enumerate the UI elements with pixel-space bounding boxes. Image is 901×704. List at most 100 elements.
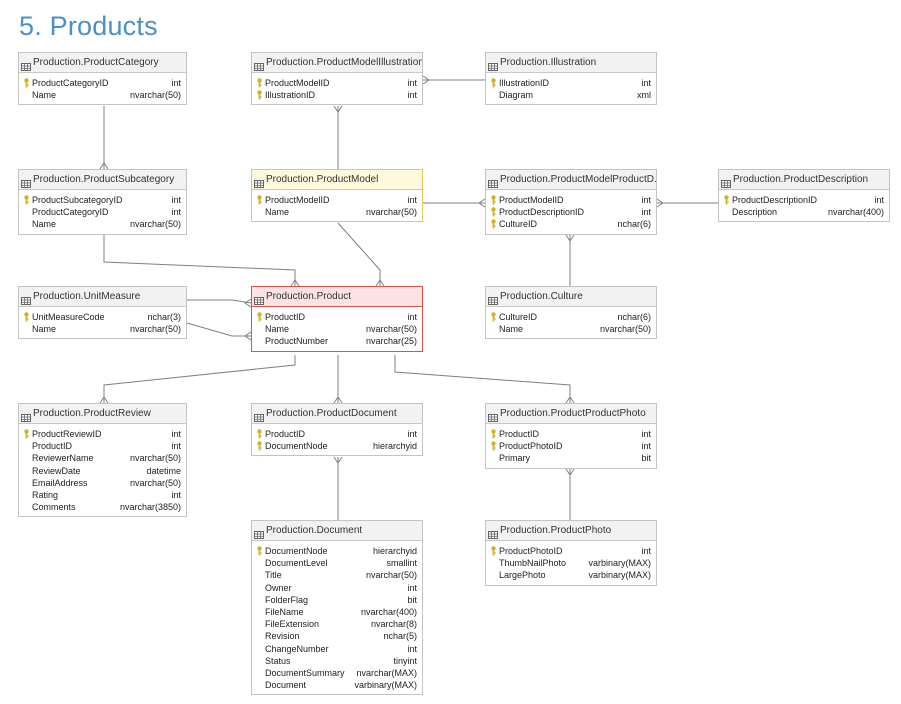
table-header[interactable]: Production.ProductSubcategory [19,170,186,190]
table-header[interactable]: Production.Document [252,521,422,541]
column-type: varbinary(MAX) [354,680,417,691]
table-grid-icon [254,410,264,422]
table-product-model-product-description[interactable]: Production.ProductModelProductD... Produc… [485,169,657,235]
table-header[interactable]: Production.Product [252,287,422,307]
table-header[interactable]: Production.Culture [486,287,656,307]
table-header[interactable]: Production.Illustration [486,53,656,73]
column-type: int [641,207,651,218]
column-type: int [407,195,417,205]
column-type: int [641,429,651,439]
primary-key-icon [256,90,263,100]
table-header[interactable]: Production.ProductProductPhoto [486,404,656,424]
column-type: bit [407,594,417,605]
primary-key-icon [256,195,263,205]
column-row[interactable]: FolderFlag bit [252,594,422,606]
table-header[interactable]: Production.ProductPhoto [486,521,656,541]
table-header[interactable]: Production.ProductCategory [19,53,186,73]
table-header[interactable]: Production.ProductModel [252,170,422,190]
table-header[interactable]: Production.ProductModelIllustration [252,53,422,73]
column-type: tinyint [393,655,417,666]
relation-product-review [103,355,296,403]
crowfoot-mark [333,105,343,113]
column-type: nchar(6) [617,312,651,322]
column-name: FolderFlag [265,594,309,605]
table-header[interactable]: Production.ProductDescription [719,170,889,190]
relation-subcategory-product [103,235,296,286]
column-type: int [171,195,181,205]
table-header[interactable]: Production.ProductReview [19,404,186,424]
table-header[interactable]: Production.ProductModelProductD... [486,170,656,190]
column-type: int [171,441,181,452]
primary-key-icon [490,78,497,88]
table-header[interactable]: Production.ProductDocument [252,404,422,424]
table-header[interactable]: Production.UnitMeasure [19,287,186,307]
